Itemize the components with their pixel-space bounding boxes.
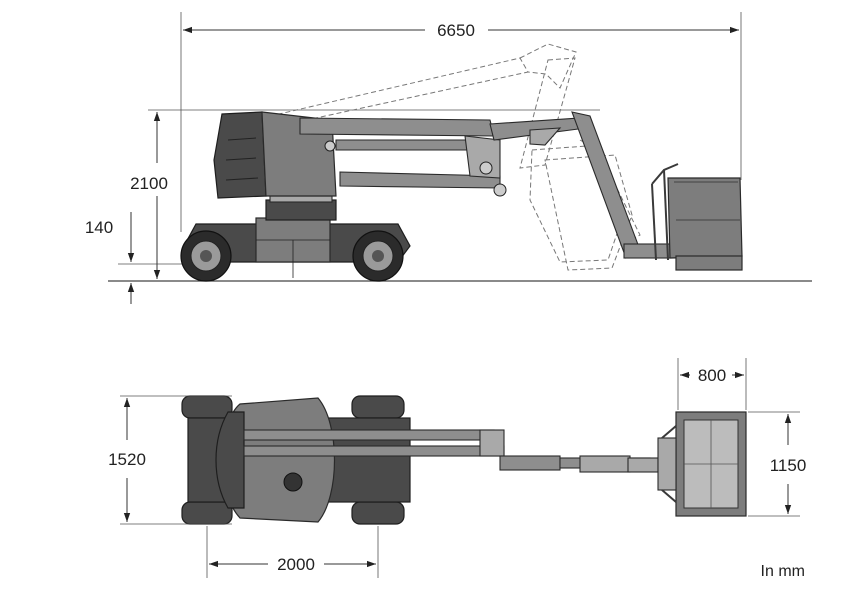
wheelbase-label: 2000 bbox=[277, 555, 315, 574]
turntable bbox=[265, 195, 337, 221]
upper-boom bbox=[489, 111, 641, 259]
dimension-ground-clearance: 140 bbox=[85, 212, 135, 304]
dimension-platform-width: 800 bbox=[677, 358, 747, 410]
top-view-wheels bbox=[181, 395, 405, 525]
stowed-height-label: 2100 bbox=[130, 174, 168, 193]
platform-width-label: 800 bbox=[698, 366, 726, 385]
dimension-overall-length: 6650 bbox=[180, 12, 742, 232]
dimension-platform-length: 1150 bbox=[748, 411, 807, 517]
top-view-booms bbox=[243, 429, 659, 473]
front-wheel bbox=[352, 230, 404, 282]
rear-wheel bbox=[180, 230, 232, 282]
top-view: 800 1520 1150 2000 bbox=[108, 358, 806, 578]
units-note: In mm bbox=[761, 563, 805, 580]
top-view-turntable bbox=[215, 397, 336, 523]
dimension-overall-width: 1520 bbox=[108, 395, 232, 525]
dimension-stowed-height: 2100 bbox=[130, 112, 168, 279]
overall-width-label: 1520 bbox=[108, 450, 146, 469]
dimension-wheelbase: 2000 bbox=[206, 526, 379, 578]
top-view-platform bbox=[657, 411, 747, 517]
jib-and-platform bbox=[623, 163, 743, 271]
side-view: 6650 2100 140 bbox=[85, 12, 812, 304]
platform-length-label: 1150 bbox=[770, 456, 807, 475]
overall-length-label: 6650 bbox=[437, 21, 475, 40]
ground-clearance-label: 140 bbox=[85, 218, 113, 237]
